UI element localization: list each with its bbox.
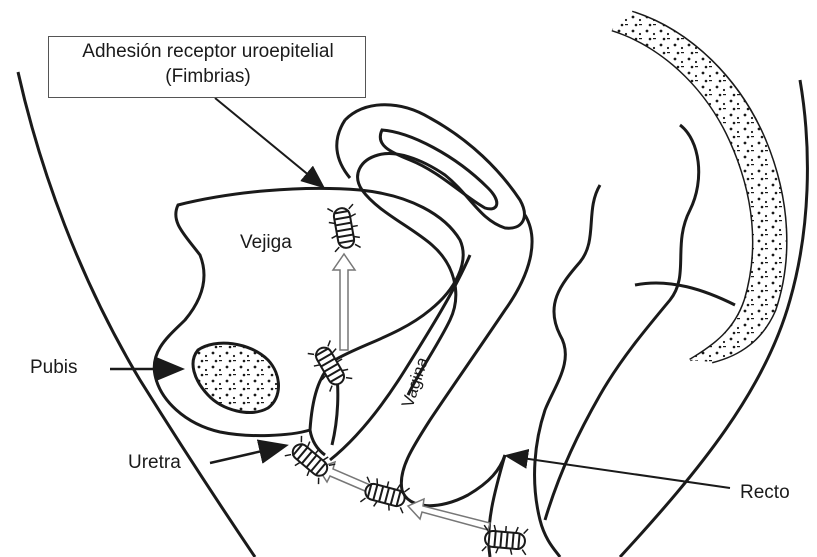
vagina-anterior-wall	[330, 255, 470, 460]
uterus-outline	[337, 105, 525, 395]
bacterium-bladder	[326, 204, 361, 252]
rectum-fold	[635, 283, 735, 305]
abdominal-wall-outline	[18, 72, 255, 557]
recto-pointer-arrow	[508, 456, 730, 488]
sacrum-outer	[612, 30, 753, 360]
fimbriae-callout-box: Adhesión receptor uroepitelial (Fimbrias…	[48, 36, 366, 98]
label-vejiga: Vejiga	[240, 232, 292, 254]
rectum-inner-curve	[545, 125, 699, 520]
label-recto: Recto	[740, 482, 790, 504]
ascent-arrow-bladder	[333, 254, 355, 350]
callout-title: Adhesión receptor uroepitelial	[49, 41, 367, 63]
label-uretra: Uretra	[128, 452, 181, 474]
callout-subtitle: (Fimbrias)	[49, 66, 367, 88]
pubis-bone	[193, 343, 278, 412]
uretra-pointer-arrow	[210, 446, 284, 463]
rectum-outline	[535, 185, 600, 557]
label-pubis: Pubis	[30, 357, 78, 379]
callout-leader-line	[215, 98, 322, 186]
